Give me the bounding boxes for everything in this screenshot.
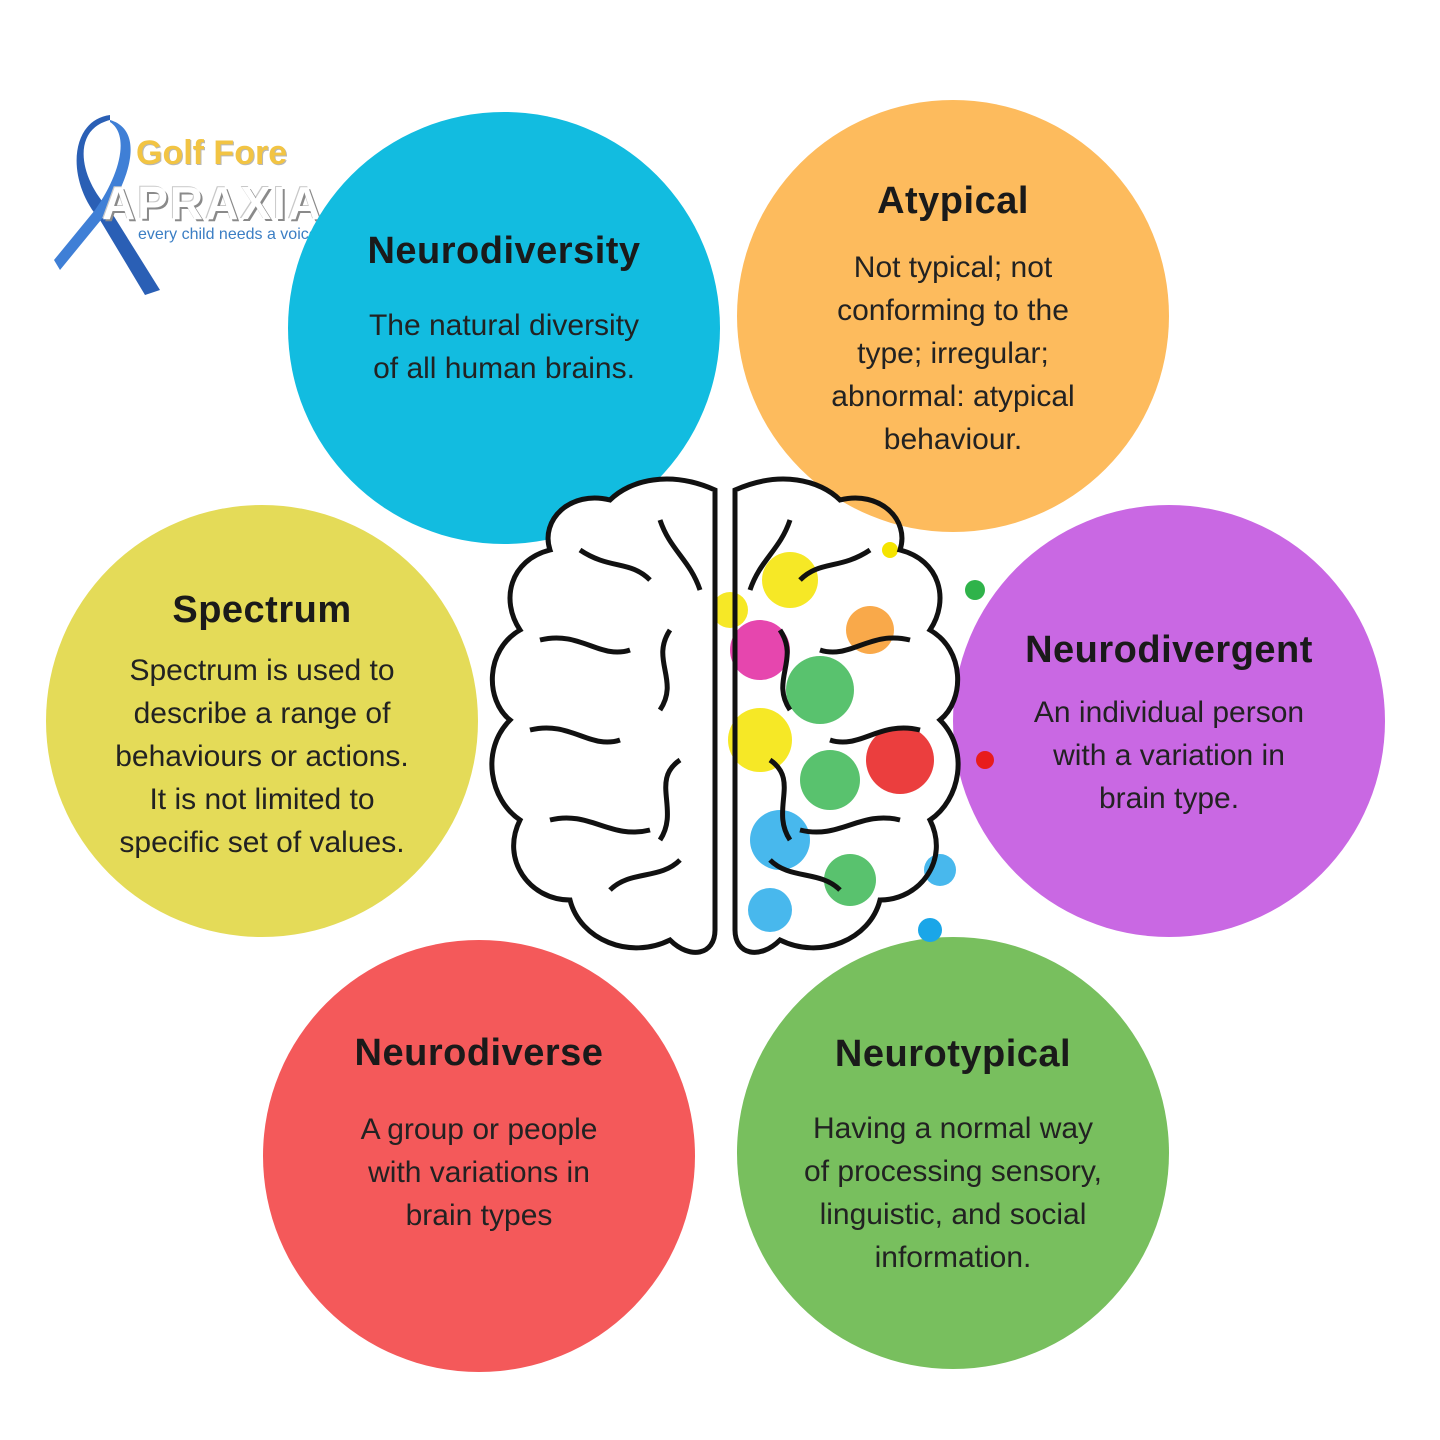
description-line: of processing sensory, bbox=[804, 1155, 1102, 1188]
circle-neurotypical: Neurotypical Having a normal way of proce… bbox=[737, 937, 1169, 1369]
brain-icon bbox=[489, 476, 994, 955]
description-line: type; irregular; bbox=[857, 337, 1049, 370]
circle-description: A group or people with variations in brain… bbox=[289, 1108, 669, 1237]
description-line: brain types bbox=[405, 1199, 553, 1232]
circle-description: The natural diversity of all human brains… bbox=[324, 304, 684, 390]
description-line: Not typical; not bbox=[853, 251, 1053, 284]
circle-neurodiversity: Neurodiversity The natural diversity of a… bbox=[288, 112, 720, 544]
description-line: An individual person bbox=[1033, 696, 1305, 729]
description-line: brain type. bbox=[1098, 782, 1240, 815]
circle-title: Neurodiverse bbox=[354, 1032, 604, 1074]
paint-splatter bbox=[712, 542, 994, 942]
circle-neurodivergent: Neurodivergent An individual person with … bbox=[953, 505, 1385, 937]
circle-description: Spectrum is used to describe a range of be… bbox=[62, 649, 462, 864]
description-line: behaviours or actions. bbox=[115, 740, 409, 773]
circle-description: Not typical; not conforming to the type; i… bbox=[763, 246, 1143, 461]
circle-title: Neurodivergent bbox=[1025, 629, 1313, 671]
description-line: Spectrum is used to bbox=[129, 654, 395, 687]
description-line: The natural diversity bbox=[368, 309, 640, 342]
circle-spectrum: Spectrum Spectrum is used to describe a r… bbox=[46, 505, 478, 937]
brain-right-hemisphere bbox=[732, 476, 961, 955]
description-line: with a variation in bbox=[1053, 739, 1285, 772]
logo-tagline: every child needs a voice bbox=[138, 226, 318, 243]
logo: Golf Fore APRAXIA every child needs a vo… bbox=[50, 110, 350, 300]
logo-line-2: APRAXIA bbox=[102, 177, 324, 229]
description-line: specific set of values. bbox=[119, 826, 405, 859]
description-line: abnormal: atypical bbox=[831, 380, 1075, 413]
description-line: with variations in bbox=[368, 1156, 590, 1189]
circle-title: Neurodiversity bbox=[367, 230, 641, 272]
description-line: information. bbox=[874, 1241, 1032, 1274]
description-line: describe a range of bbox=[133, 697, 391, 730]
awareness-ribbon-icon bbox=[54, 115, 160, 295]
description-line: A group or people bbox=[360, 1113, 598, 1146]
logo-line-1: Golf Fore bbox=[136, 134, 288, 172]
circle-title: Neurotypical bbox=[834, 1033, 1072, 1075]
circle-description: An individual person with a variation in b… bbox=[979, 691, 1359, 820]
description-line: linguistic, and social bbox=[819, 1198, 1087, 1231]
description-line: conforming to the bbox=[837, 294, 1069, 327]
circle-description: Having a normal way of processing sensory… bbox=[753, 1107, 1153, 1279]
circle-neurodiverse: Neurodiverse A group or people with varia… bbox=[263, 940, 695, 1372]
circle-atypical: Atypical Not typical; not conforming to t… bbox=[737, 100, 1169, 532]
brain-left-hemisphere bbox=[489, 476, 718, 955]
description-line: It is not limited to bbox=[149, 783, 375, 816]
circle-title: Spectrum bbox=[172, 589, 352, 631]
description-line: Having a normal way bbox=[812, 1112, 1094, 1145]
description-line: of all human brains. bbox=[373, 352, 635, 385]
circle-title: Atypical bbox=[877, 180, 1029, 222]
description-line: behaviour. bbox=[883, 423, 1023, 456]
